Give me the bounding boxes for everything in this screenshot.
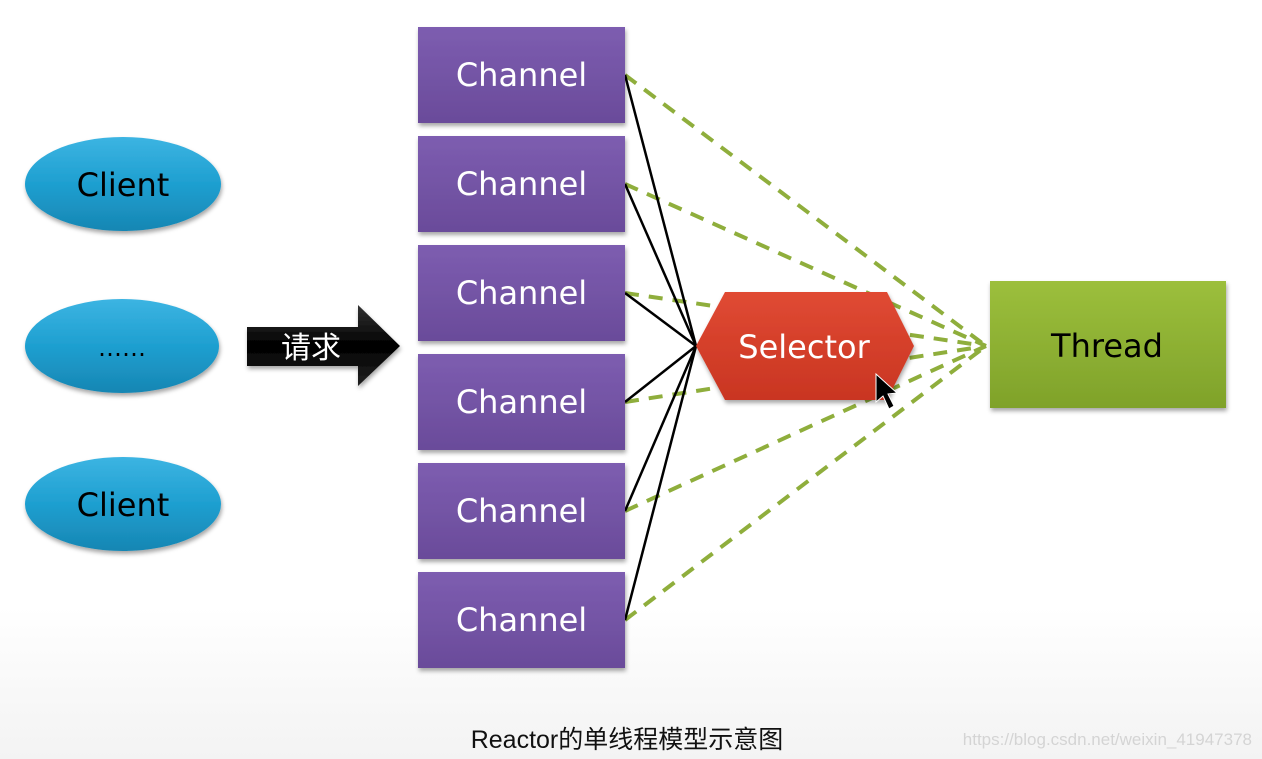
client-node-ellipsis: ……: [25, 299, 219, 393]
channel-label: Channel: [456, 56, 587, 94]
client-label: Client: [77, 486, 170, 524]
channel-box: [418, 354, 625, 450]
selector-node: Selector: [696, 292, 914, 400]
channel-selector-edge: [624, 291, 697, 348]
channel-thread-edge: [624, 344, 987, 513]
channel-box: [418, 245, 625, 341]
channel-label: Channel: [456, 601, 587, 639]
channel-node: Channel: [418, 572, 625, 668]
channel-selector-edge: [623, 74, 698, 347]
channel-box: [418, 572, 625, 668]
request-arrow: 请求: [247, 305, 400, 386]
channel-label: Channel: [456, 165, 587, 203]
channel-box: [418, 463, 625, 559]
channel-node: Channel: [418, 27, 625, 123]
channel-selector-edges: [623, 74, 698, 621]
channel-selector-edge: [623, 345, 698, 512]
channel-label: Channel: [456, 492, 587, 530]
channel-selector-edge: [623, 183, 698, 347]
channel-node: Channel: [418, 463, 625, 559]
client-node: Client: [25, 137, 221, 231]
channel-selector-edge: [624, 345, 697, 403]
client-label: ……: [98, 334, 146, 362]
thread-label: Thread: [1050, 327, 1163, 365]
client-label: Client: [77, 166, 170, 204]
channel-label: Channel: [456, 274, 587, 312]
channel-selector-edge: [623, 345, 698, 621]
watermark: https://blog.csdn.net/weixin_41947378: [962, 730, 1252, 749]
diagram-caption: Reactor的单线程模型示意图: [470, 726, 784, 754]
channel-thread-edge: [623, 344, 988, 622]
channel-node: Channel: [418, 136, 625, 232]
request-arrow-label: 请求: [281, 331, 341, 366]
channel-box: [418, 136, 625, 232]
channel-node: Channel: [418, 354, 625, 450]
channel-label: Channel: [456, 383, 587, 421]
channel-column: ChannelChannelChannelChannelChannelChann…: [418, 27, 625, 668]
thread-node: Thread: [990, 281, 1226, 408]
client-node: Client: [25, 457, 221, 551]
channel-box: [418, 27, 625, 123]
channel-thread-edge: [623, 73, 988, 348]
channel-node: Channel: [418, 245, 625, 341]
selector-label: Selector: [738, 328, 870, 366]
mouse-cursor-icon: [875, 372, 899, 410]
channel-thread-edge: [624, 182, 987, 348]
